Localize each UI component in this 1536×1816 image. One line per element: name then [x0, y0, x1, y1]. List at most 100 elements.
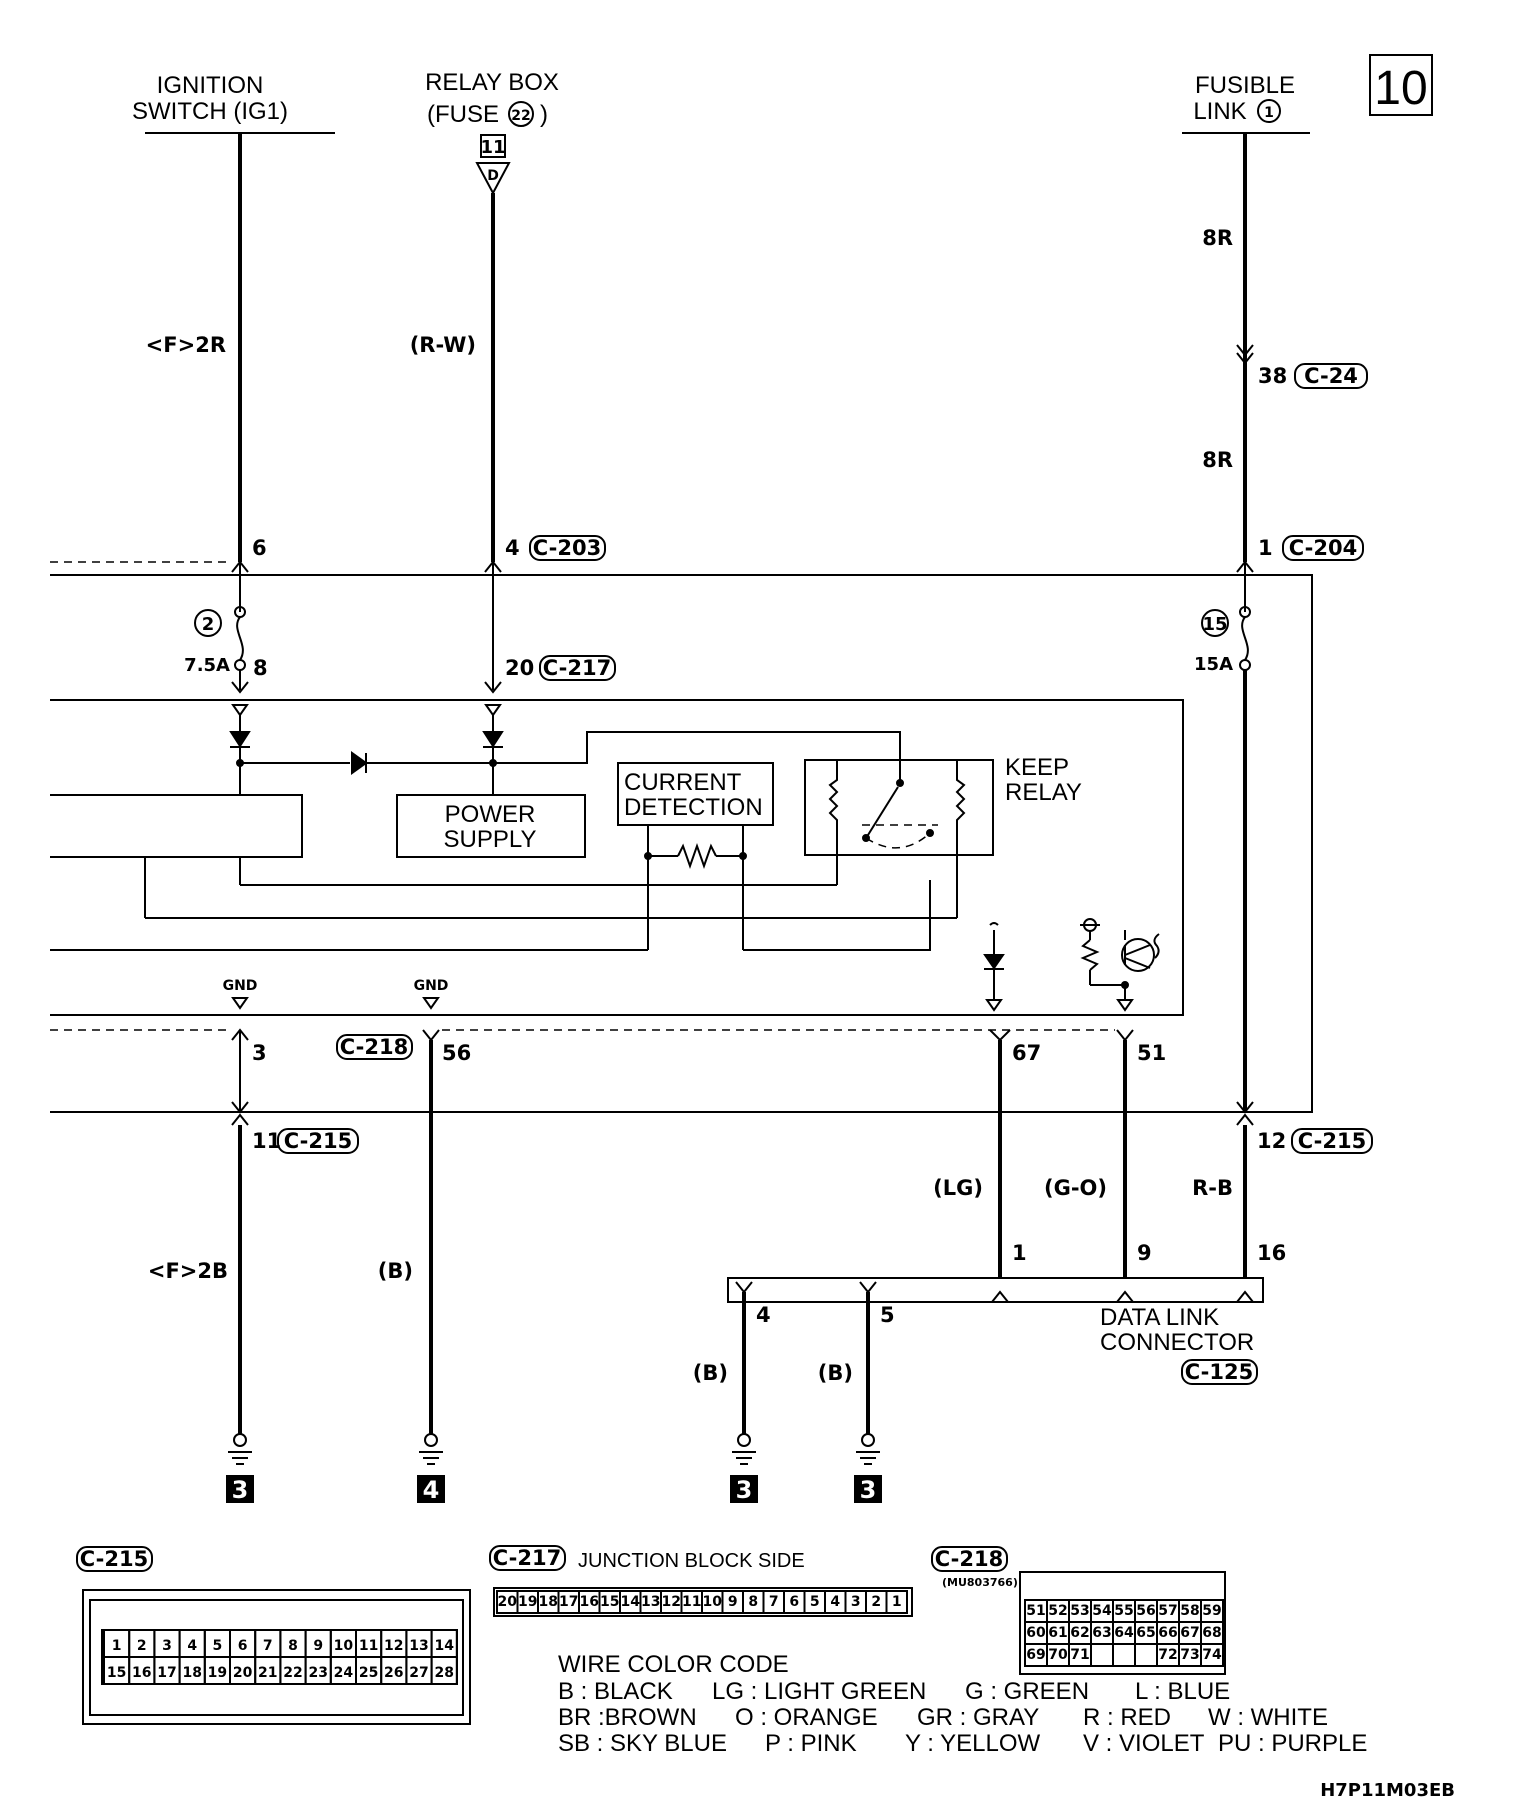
bottom-c215-label: C-215 [80, 1547, 148, 1571]
c218-pin: 56 [1136, 1603, 1155, 1619]
bottom-c218-label: C-218 [935, 1547, 1003, 1571]
c218-connector-drawing [1019, 1571, 1226, 1675]
c215-pin: 22 [283, 1665, 302, 1681]
wire-label-rb: R-B [1192, 1176, 1233, 1200]
pin-20: 20 [505, 656, 534, 680]
c215-pin: 24 [334, 1665, 354, 1681]
fusible-label-2: LINK [1193, 98, 1246, 125]
gnd-label-2: GND [414, 978, 449, 994]
c218-pin: 62 [1070, 1625, 1089, 1641]
fuse-2-rating: 7.5A [184, 655, 230, 676]
c217-pin: 9 [728, 1594, 738, 1610]
c217-pin: 4 [830, 1594, 840, 1610]
wire-label-go: (G-O) [1044, 1176, 1107, 1200]
c218-pin: 54 [1092, 1603, 1112, 1619]
c215-pin: 18 [182, 1665, 201, 1681]
current-detection-label-2: DETECTION [624, 794, 763, 821]
junction-block-outline [50, 574, 1313, 1113]
c218-pin: 55 [1114, 1603, 1133, 1619]
c218-pin: 68 [1202, 1625, 1221, 1641]
c217-pin: 14 [621, 1594, 641, 1610]
c218-pin: 61 [1048, 1625, 1067, 1641]
keep-relay-label-2: RELAY [1005, 779, 1082, 806]
wire-code-entry: LG : LIGHT GREEN [712, 1678, 926, 1705]
c218-pin: 73 [1180, 1647, 1199, 1663]
fusible-link-number: 1 [1264, 105, 1274, 121]
wire-label-ig-top: <F>2R [146, 333, 226, 357]
c217-pin: 18 [539, 1594, 558, 1610]
c218-pin: 66 [1158, 1625, 1177, 1641]
c215-connector-drawing [82, 1589, 471, 1725]
wire-code-entry: BR :BROWN [558, 1704, 697, 1731]
c215-pin: 23 [308, 1665, 327, 1681]
connector-c215-a: C-215 [284, 1129, 352, 1153]
c217-pin: 15 [600, 1594, 619, 1610]
relay-box-paren: ) [540, 101, 548, 128]
page-number-box [1369, 54, 1433, 116]
dlc-pin-9: 9 [1137, 1241, 1152, 1265]
c217-pin: 1 [892, 1594, 902, 1610]
c215-pin: 14 [434, 1638, 454, 1654]
c218-pin: 65 [1136, 1625, 1155, 1641]
c215-pin: 26 [384, 1665, 403, 1681]
c215-pin: 12 [384, 1638, 403, 1654]
wire-code-entry: B : BLACK [558, 1678, 673, 1705]
c217-pin: 11 [682, 1594, 701, 1610]
ground-ref-4: 3 [860, 1476, 877, 1504]
c215-pin: 1 [112, 1638, 122, 1654]
c218-pin: 71 [1070, 1647, 1089, 1663]
c217-pin: 13 [641, 1594, 660, 1610]
wire-code-entry: G : GREEN [965, 1678, 1089, 1705]
c215-pin: 10 [334, 1638, 354, 1654]
ecu-outline [50, 699, 1184, 1016]
c217-pin: 3 [851, 1594, 861, 1610]
power-supply-block [396, 794, 586, 858]
c218-pin: 69 [1026, 1647, 1045, 1663]
c215-pin: 8 [288, 1638, 298, 1654]
c215-pin: 4 [187, 1638, 197, 1654]
fuse-15-number: 15 [1202, 614, 1227, 635]
wire-code-entry: SB : SKY BLUE [558, 1730, 727, 1757]
pin-67: 67 [1012, 1041, 1041, 1065]
c215-pin: 7 [263, 1638, 273, 1654]
c215-pin: 25 [359, 1665, 378, 1681]
c215-pin: 5 [213, 1638, 223, 1654]
wire-code-entry: W : WHITE [1208, 1704, 1328, 1731]
keep-relay-label-1: KEEP [1005, 754, 1069, 781]
c217-connector-drawing [493, 1587, 913, 1617]
relay-triangle-letter: D [487, 168, 499, 184]
c218-part-number: (MU803766) [942, 1576, 1018, 1589]
c218-pin: 52 [1048, 1603, 1067, 1619]
dlc-pin-16: 16 [1257, 1241, 1286, 1265]
c215-pin: 3 [162, 1638, 172, 1654]
c215-pin: 15 [107, 1665, 126, 1681]
dlc-pin-1: 1 [1012, 1241, 1027, 1265]
c217-pin: 10 [703, 1594, 723, 1610]
c215-pin: 9 [313, 1638, 323, 1654]
c218-pin: 63 [1092, 1625, 1111, 1641]
c215-pin: 28 [434, 1665, 453, 1681]
wire-code-entry: L : BLUE [1135, 1678, 1230, 1705]
connector-c215-b: C-215 [1298, 1129, 1366, 1153]
wire-code-entry: P : PINK [765, 1730, 857, 1757]
connector-c125: C-125 [1185, 1360, 1253, 1384]
ignition-label-2: SWITCH (IG1) [132, 98, 288, 125]
pin-4: 4 [505, 536, 520, 560]
c215-pin: 20 [233, 1665, 253, 1681]
c215-pin: 19 [208, 1665, 227, 1681]
fusible-label-1: FUSIBLE [1195, 72, 1295, 99]
c217-pin: 20 [498, 1594, 518, 1610]
pin-1: 1 [1258, 536, 1273, 560]
page-number: 10 [1374, 62, 1427, 115]
current-detection-label-1: CURRENT [624, 769, 742, 796]
c218-pin: 51 [1026, 1603, 1045, 1619]
c217-pin: 6 [789, 1594, 799, 1610]
wire-code-entry: GR : GRAY [917, 1704, 1039, 1731]
relay-box-label: RELAY BOX [425, 69, 559, 96]
relay-connector-number: 11 [480, 137, 505, 158]
c217-pin: 12 [662, 1594, 681, 1610]
c217-pin: 17 [559, 1594, 578, 1610]
dlc-pin-5: 5 [880, 1303, 895, 1327]
wire-code-entry: Y : YELLOW [905, 1730, 1041, 1757]
